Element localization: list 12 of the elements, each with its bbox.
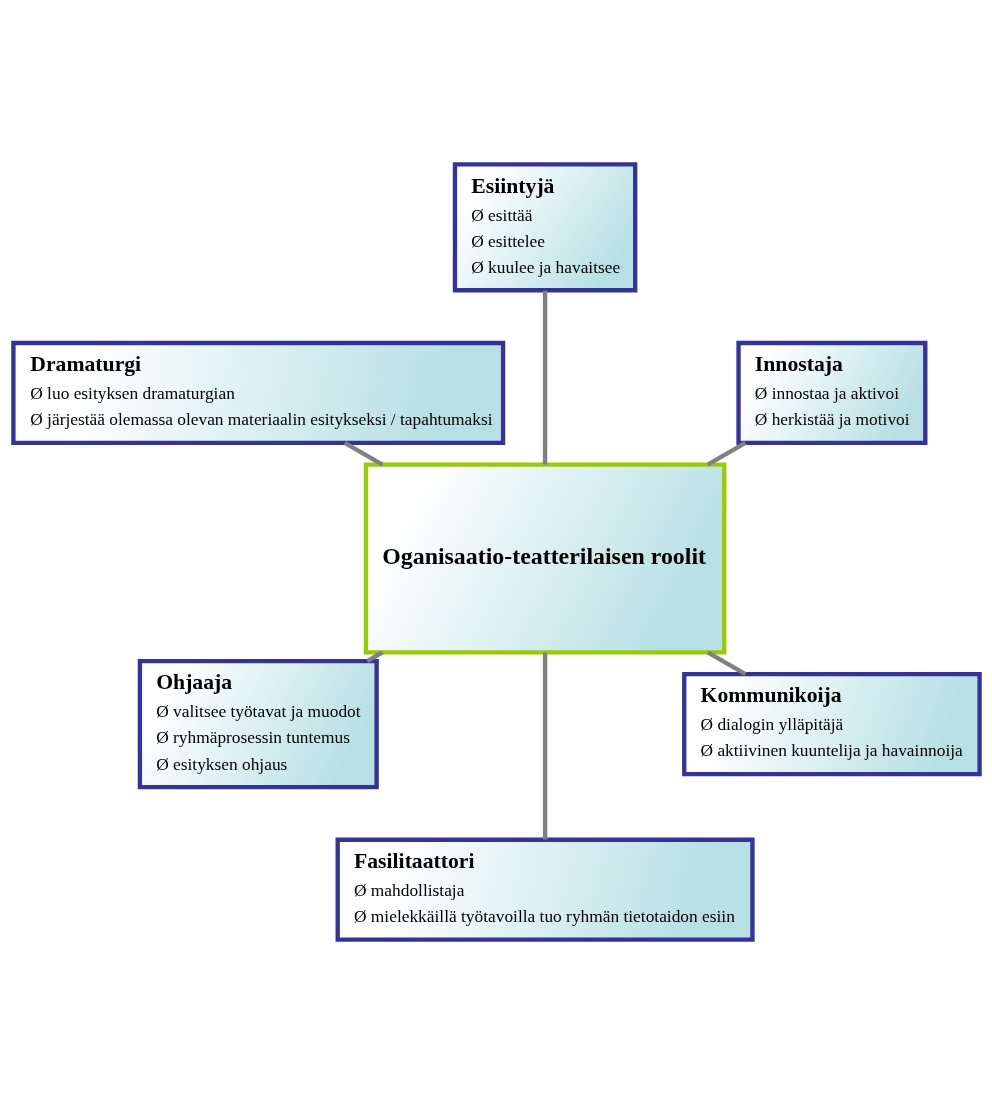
node-box: Kommunikoija Ø dialogin ylläpitäjä Ø aktiivinen kuuntelija ja havainnoija	[681, 672, 982, 777]
node-box: Dramaturgi Ø luo esityksen dramaturgian Ø järjestää olemassa olevan materiaalin esitykseksi / tapahtumaksi	[10, 340, 505, 446]
connector	[542, 652, 547, 840]
node-box: Ohjaaja Ø valitsee työtavat ja muodot Ø ryhmäprosessin tuntemus Ø esityksen ohjaus	[137, 658, 379, 790]
connector	[542, 290, 547, 465]
node-box: Fasilitaattori Ø mahdollistaja Ø mielekkäillä työtavoilla tuo ryhmän tietotaidon esiin	[335, 837, 755, 942]
connector	[365, 650, 383, 663]
connector	[343, 441, 383, 467]
node-box: Innostaja Ø innostaa ja aktivoi Ø herkistää ja motivoi	[735, 340, 927, 446]
connector	[706, 441, 746, 467]
node-box: Esiintyjä Ø esittää Ø esittelee Ø kuulee ja havaitsee	[452, 162, 637, 293]
node-box: Oganisaatio-teatterilaisen roolit	[363, 462, 726, 655]
